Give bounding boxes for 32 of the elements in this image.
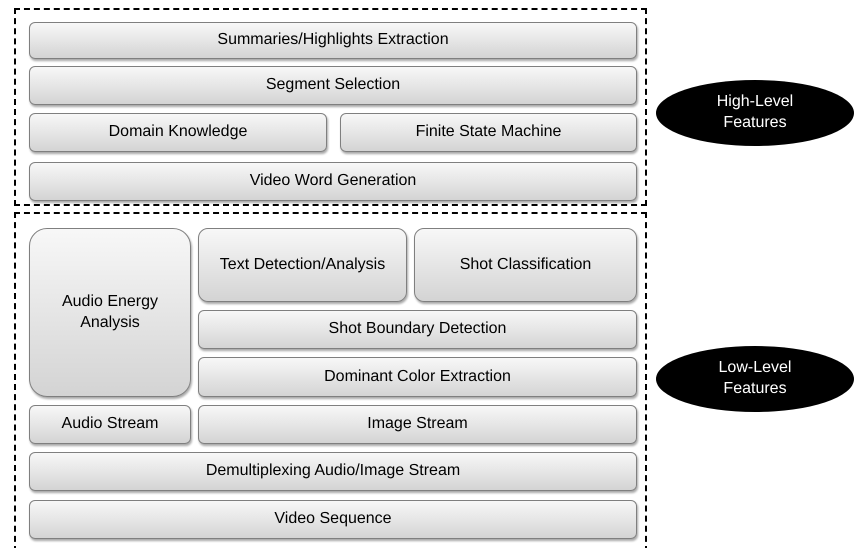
block-label: Image Stream xyxy=(367,414,468,434)
block-label: Audio Energy Analysis xyxy=(60,292,160,332)
block-label: Segment Selection xyxy=(266,75,400,96)
process-block xyxy=(198,228,407,302)
process-block xyxy=(198,310,637,349)
process-block xyxy=(198,405,637,444)
block-label: Demultiplexing Audio/Image Stream xyxy=(206,461,460,482)
dashed-group-frame xyxy=(14,212,647,548)
block-label: Summaries/Highlights Extraction xyxy=(217,30,449,50)
block-label: Shot Boundary Detection xyxy=(328,319,506,340)
process-block xyxy=(29,66,637,105)
process-block xyxy=(29,452,637,491)
ellipse-label: High-Level Features xyxy=(716,92,794,133)
process-block xyxy=(29,162,637,201)
block-label: Finite State Machine xyxy=(416,122,562,142)
process-block xyxy=(29,405,191,444)
block-label: Shot Classification xyxy=(460,254,592,275)
process-block xyxy=(198,357,637,397)
block-label: Text Detection/Analysis xyxy=(218,254,386,275)
block-label: Domain Knowledge xyxy=(108,122,248,142)
process-block xyxy=(340,113,637,152)
process-block xyxy=(414,228,637,302)
block-label: Audio Stream xyxy=(62,414,158,434)
block-label: Video Sequence xyxy=(274,509,392,530)
dashed-group-frame xyxy=(14,8,647,206)
process-block xyxy=(29,500,637,539)
block-label: Video Word Generation xyxy=(250,171,416,192)
process-block xyxy=(29,22,637,59)
process-block xyxy=(29,228,191,397)
ellipse-label: Low-Level Features xyxy=(718,358,792,399)
process-block xyxy=(29,113,327,152)
block-label: Dominant Color Extraction xyxy=(324,366,511,387)
